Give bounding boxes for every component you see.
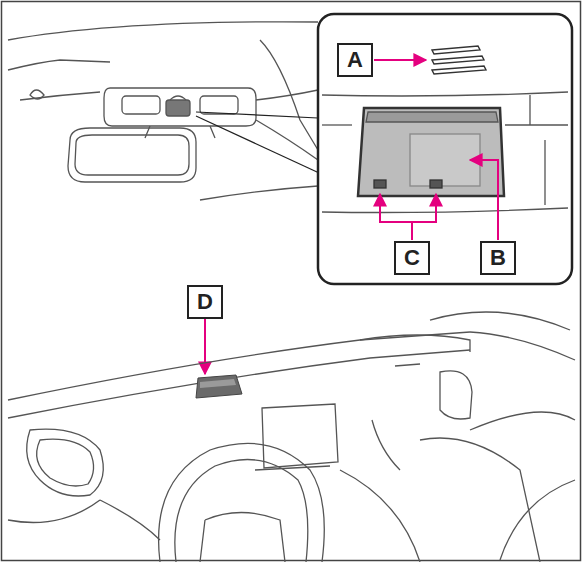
zoom-leader [196, 112, 330, 178]
headliner-drawing [8, 22, 318, 200]
callout-letter: A [337, 43, 373, 77]
sensor-patch-highlight [200, 379, 236, 388]
dashboard-drawing [8, 312, 575, 562]
sensor-patch [196, 375, 242, 398]
callout-letter: D [187, 285, 223, 319]
inset-panel [318, 14, 572, 284]
vent-slots [432, 46, 486, 74]
inset-drawing [322, 92, 568, 213]
callout-letter: B [480, 241, 516, 275]
callout-letter: C [394, 241, 430, 275]
leader-arrows [205, 60, 498, 374]
